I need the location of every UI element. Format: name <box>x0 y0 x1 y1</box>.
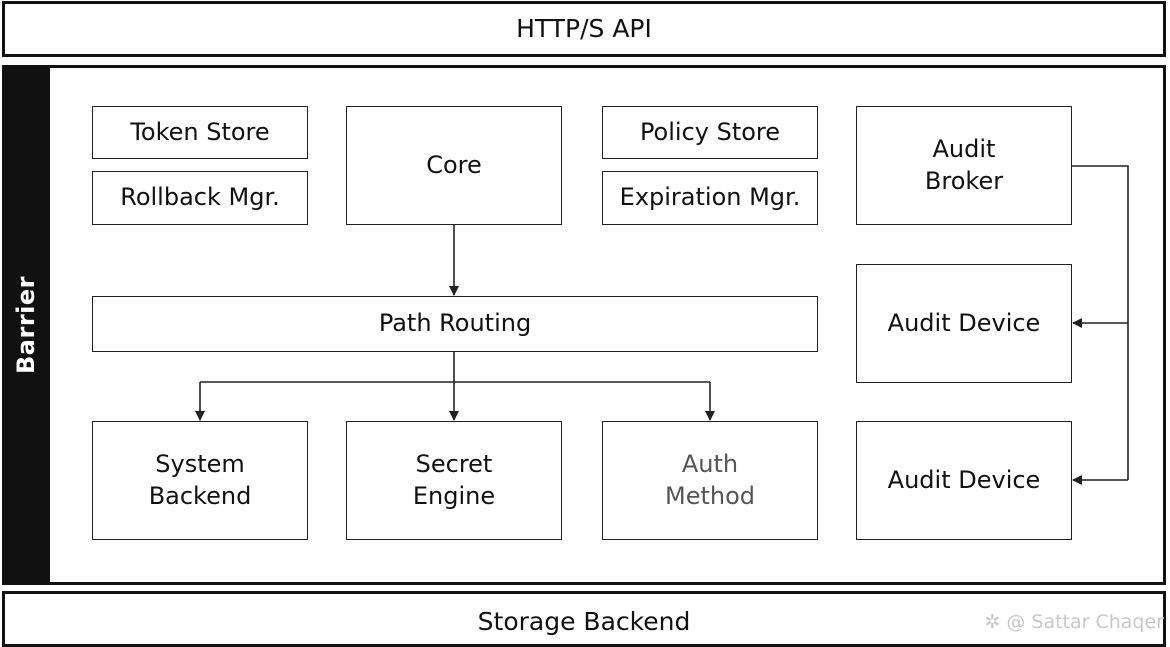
expiration-manager-label: Expiration Mgr. <box>619 183 801 212</box>
core-box: Core <box>346 106 562 225</box>
audit-device-box-1: Audit Device <box>856 264 1072 383</box>
policy-store-box: Policy Store <box>602 106 818 159</box>
storage-backend-label: Storage Backend <box>477 607 691 636</box>
http-api-label: HTTP/S API <box>516 13 652 43</box>
token-store-label: Token Store <box>130 117 270 146</box>
audit-broker-label: Audit Broker <box>924 135 1004 195</box>
auth-method-box: Auth Method <box>602 421 818 540</box>
watermark-text: @ Sattar Chaqer <box>1006 611 1164 633</box>
audit-broker-box: Audit Broker <box>856 106 1072 225</box>
barrier-band <box>2 65 50 585</box>
token-store-box: Token Store <box>92 106 308 159</box>
barrier-label: Barrier <box>12 276 40 374</box>
audit-device-label-1: Audit Device <box>887 308 1041 337</box>
expiration-manager-box: Expiration Mgr. <box>602 171 818 225</box>
system-backend-label: System Backend <box>148 450 252 510</box>
storage-backend-layer: Storage Backend <box>2 591 1166 647</box>
audit-device-label-2: Audit Device <box>887 465 1041 494</box>
system-backend-box: System Backend <box>92 421 308 540</box>
rollback-manager-box: Rollback Mgr. <box>92 171 308 225</box>
rollback-manager-label: Rollback Mgr. <box>120 183 280 212</box>
secret-engine-label: Secret Engine <box>412 450 496 510</box>
core-label: Core <box>426 150 482 179</box>
path-routing-box: Path Routing <box>92 296 818 352</box>
path-routing-label: Path Routing <box>378 309 532 338</box>
secret-engine-box: Secret Engine <box>346 421 562 540</box>
policy-store-label: Policy Store <box>639 117 781 146</box>
auth-method-label: Auth Method <box>664 450 755 510</box>
audit-device-box-2: Audit Device <box>856 421 1072 540</box>
watermark: ✲ @ Sattar Chaqer <box>984 611 1164 633</box>
watermark-logo-icon: ✲ <box>984 611 1001 633</box>
http-api-layer: HTTP/S API <box>2 1 1166 57</box>
